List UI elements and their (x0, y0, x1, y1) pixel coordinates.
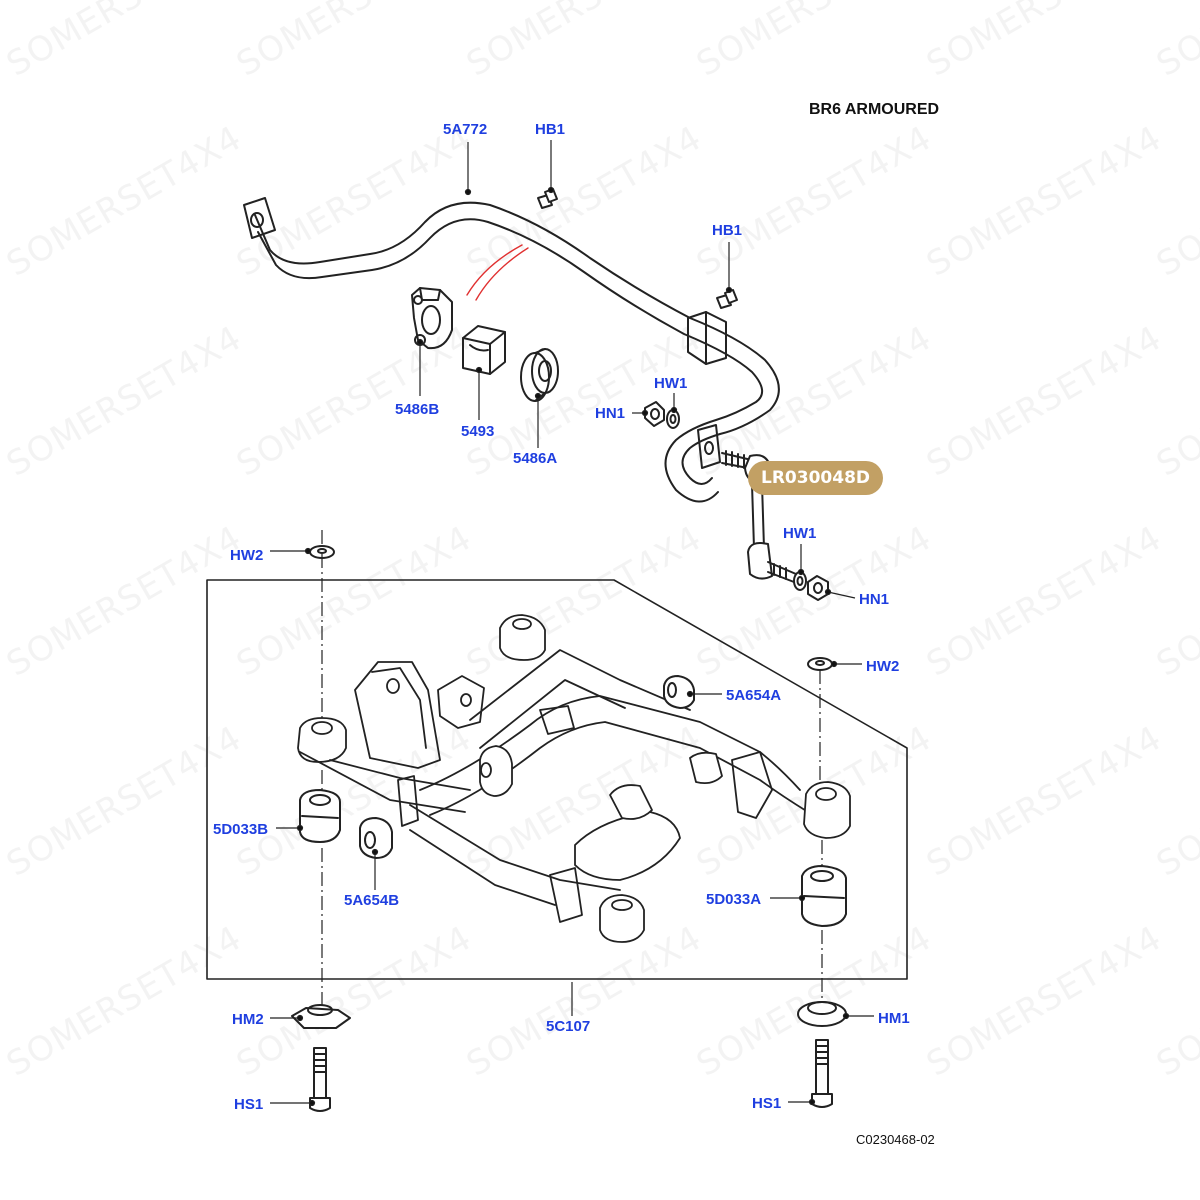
washer-HW2-right[interactable] (807, 657, 833, 671)
leader-lines (270, 140, 874, 1107)
centre-lines (321, 530, 823, 1005)
callout-HN1-upper[interactable]: HN1 (595, 405, 626, 422)
callout-5A772[interactable]: 5A772 (443, 121, 488, 138)
anti-roll-bar-5A772[interactable] (243, 197, 780, 503)
callout-HS1-left[interactable]: HS1 (234, 1096, 264, 1113)
bolt-HS1-right[interactable] (811, 1039, 833, 1108)
subframe-boundary (206, 579, 908, 980)
body-mount-5D033A[interactable] (801, 865, 847, 927)
bush-5493[interactable] (462, 325, 506, 375)
bolt-HB1-upper[interactable] (537, 188, 558, 209)
callout-HW2-right[interactable]: HW2 (866, 658, 900, 675)
callout-5486B[interactable]: 5486B (395, 401, 440, 418)
callout-5A654A[interactable]: 5A654A (726, 687, 782, 704)
mount-plate-HM1[interactable] (797, 1001, 847, 1027)
nut-HN1-lower[interactable] (807, 575, 829, 601)
figure-code: C0230468-02 (856, 1132, 935, 1147)
callout-HW1-lower[interactable]: HW1 (783, 525, 817, 542)
callout-HS1-right[interactable]: HS1 (752, 1095, 782, 1112)
callout-HN1-lower[interactable]: HN1 (859, 591, 890, 608)
clamp-5486B[interactable] (411, 287, 453, 350)
callout-HW2-left[interactable]: HW2 (230, 547, 264, 564)
diagram-title: BR6 ARMOURED (809, 101, 940, 118)
red-mark (466, 244, 523, 296)
callout-HM2[interactable]: HM2 (232, 1011, 264, 1028)
bolt-HB1-lower[interactable] (716, 289, 738, 309)
red-mark (475, 247, 529, 301)
callout-5486A[interactable]: 5486A (513, 450, 558, 467)
callout-5D033B[interactable]: 5D033B (213, 821, 269, 838)
bush-5A654A[interactable] (663, 675, 695, 709)
bush-5A654B[interactable] (359, 817, 393, 859)
body-mount-5D033B[interactable] (299, 789, 341, 843)
callout-5D033A[interactable]: 5D033A (706, 891, 762, 908)
callout-HB1-upper[interactable]: HB1 (535, 121, 566, 138)
bolt-HS1-left[interactable] (309, 1047, 331, 1112)
subframe-5C107[interactable] (297, 614, 851, 943)
callout-HM1[interactable]: HM1 (878, 1010, 910, 1027)
bush-5486A[interactable] (520, 348, 559, 402)
mount-plate-HM2[interactable] (291, 1004, 351, 1029)
nut-HN1-upper[interactable] (644, 401, 665, 427)
highlighted-part-number[interactable]: LR030048D (748, 461, 884, 495)
callout-HW1-upper[interactable]: HW1 (654, 375, 688, 392)
callout-5A654B[interactable]: 5A654B (344, 892, 400, 909)
callout-HB1-lower[interactable]: HB1 (712, 222, 743, 239)
callout-5493[interactable]: 5493 (461, 423, 495, 440)
washer-HW1-upper[interactable] (666, 409, 680, 429)
callout-5C107[interactable]: 5C107 (546, 1018, 591, 1035)
